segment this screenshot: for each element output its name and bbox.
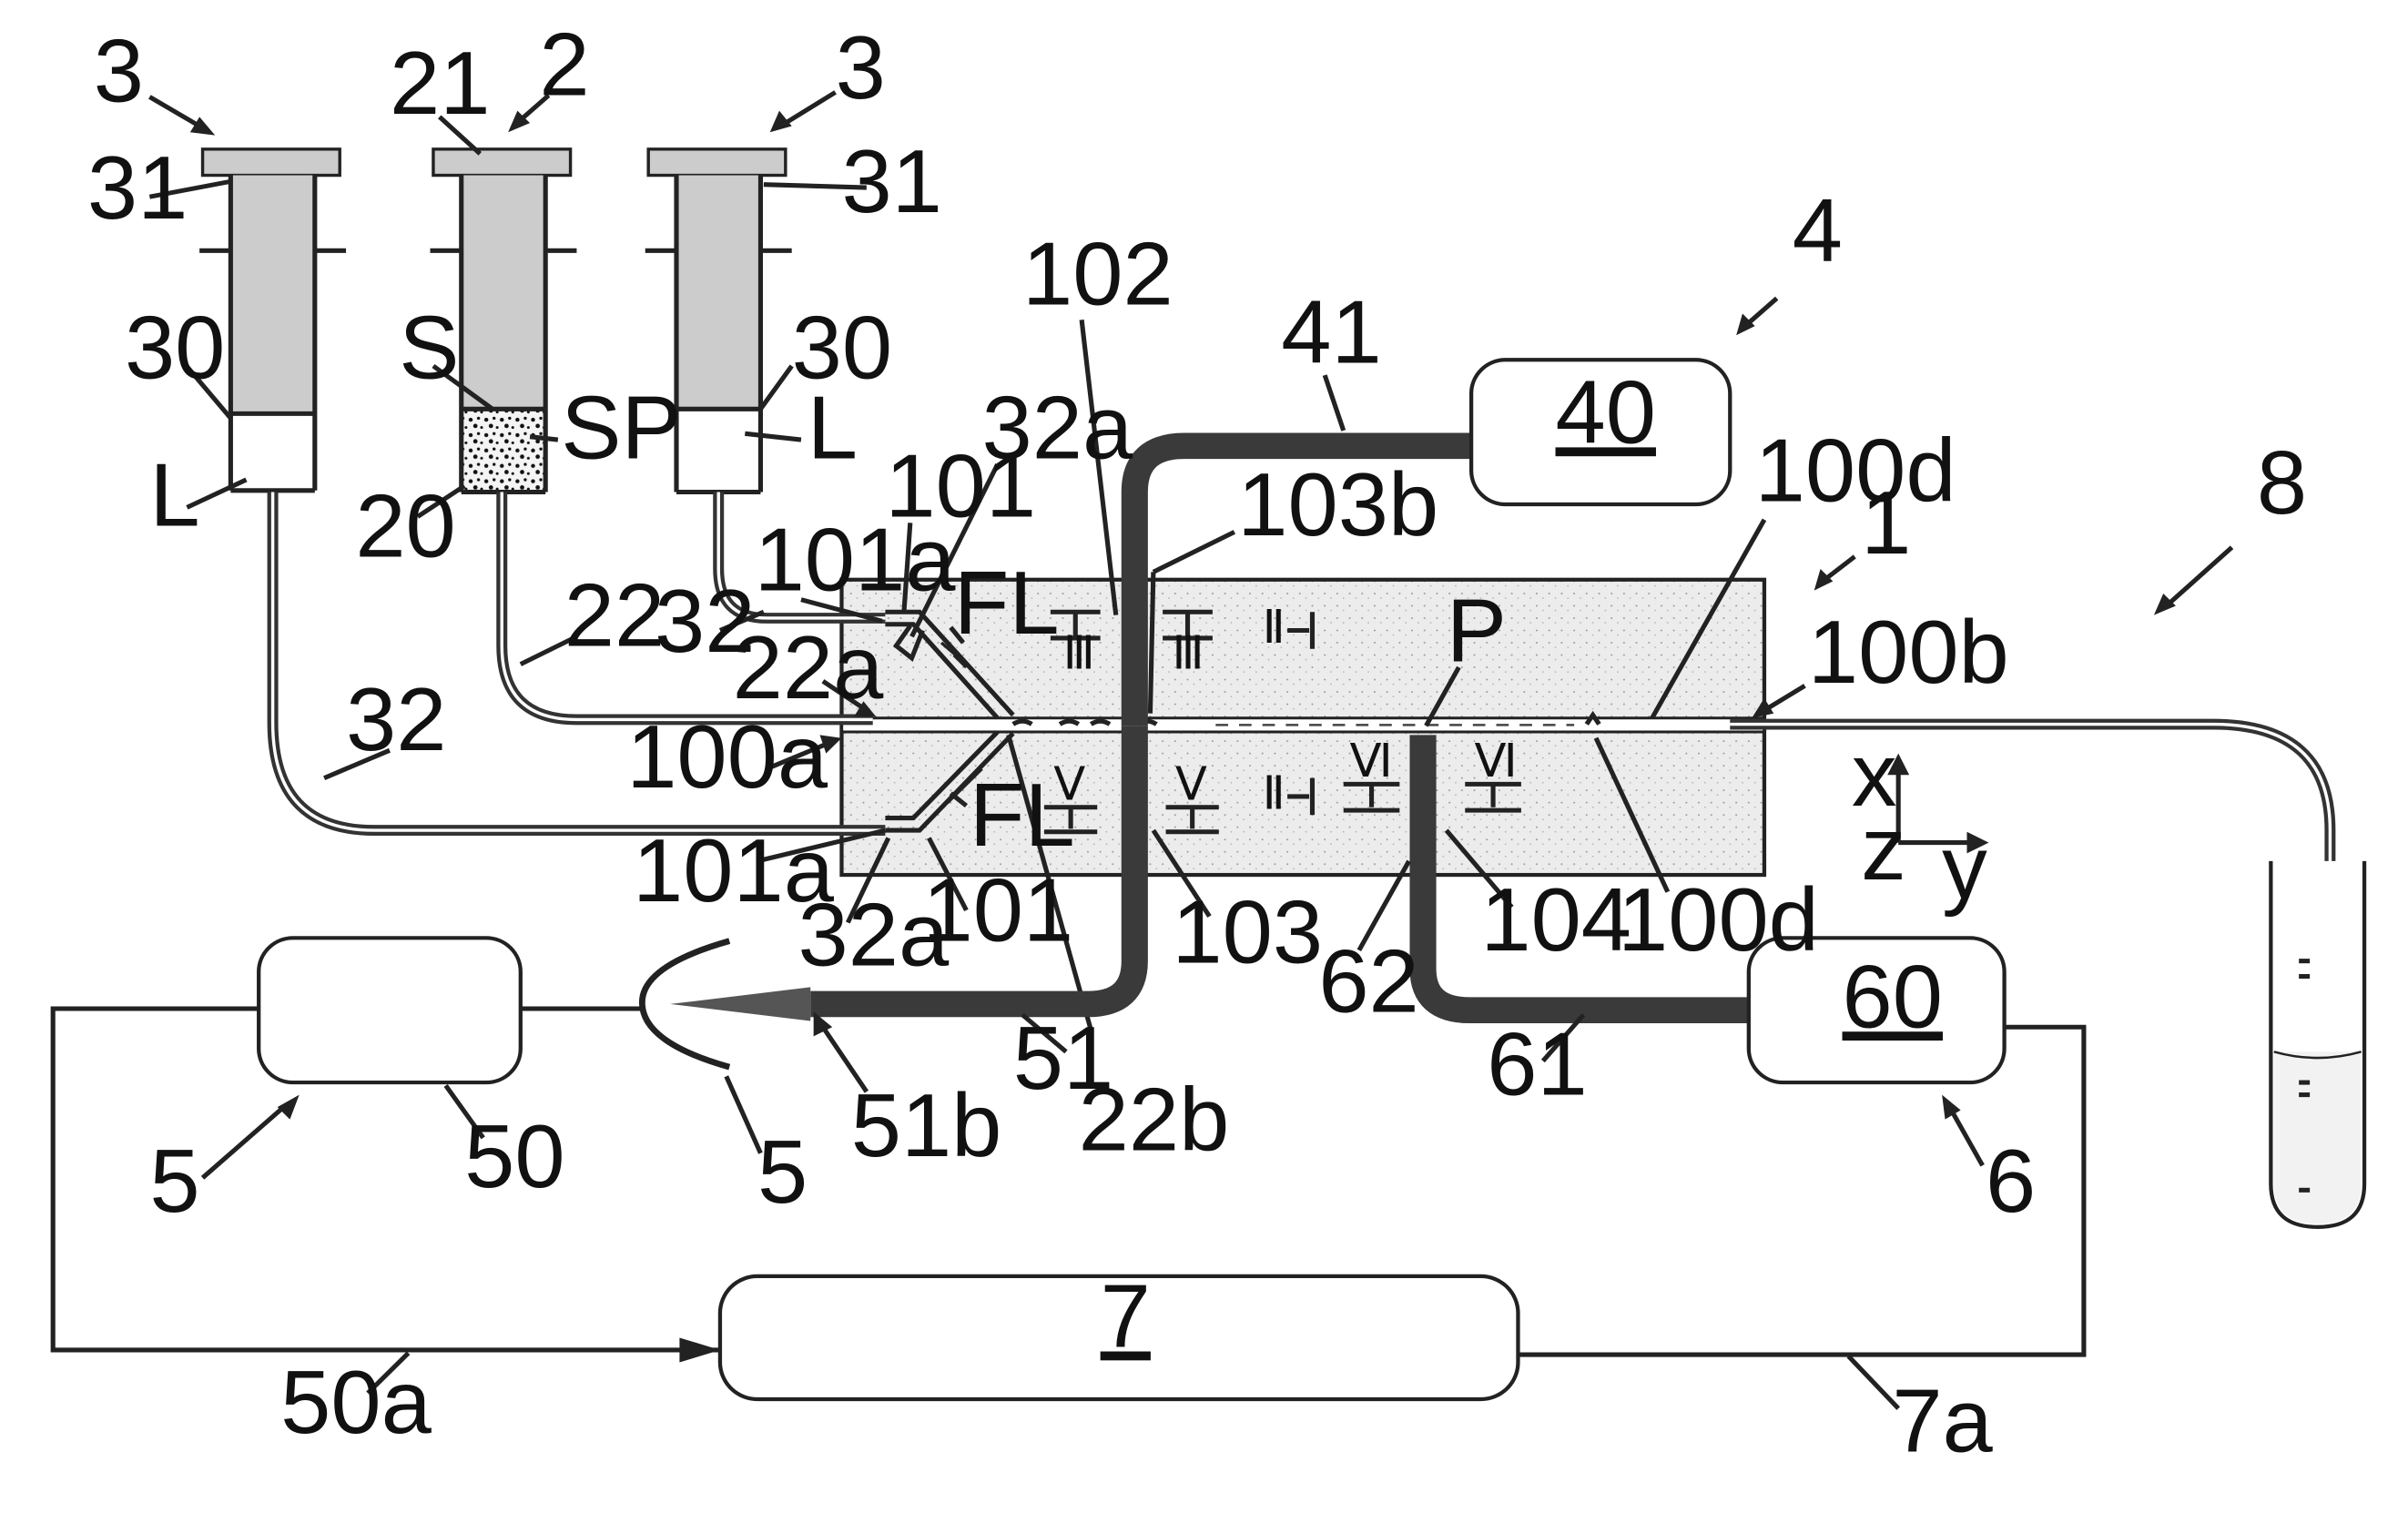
label-50: 50 xyxy=(464,1107,564,1206)
label-103b: 103b xyxy=(1237,454,1438,553)
label-32-lower: 32 xyxy=(346,670,446,769)
label-22b: 22b xyxy=(1079,1070,1230,1169)
section-ii-label-b: Ⅱ xyxy=(1263,769,1285,820)
label-5-right: 5 xyxy=(757,1122,808,1221)
label-20: 20 xyxy=(355,476,455,575)
label-5-left: 5 xyxy=(149,1132,199,1231)
label-S: S xyxy=(399,298,459,397)
label-SP: SP xyxy=(561,378,681,477)
label-L-left: L xyxy=(149,445,199,544)
label-32-upper: 32 xyxy=(655,572,755,671)
label-101-lower: 101 xyxy=(922,860,1073,960)
label-62: 62 xyxy=(1318,931,1418,1031)
label-L-right: L xyxy=(808,378,858,477)
label-31-right: 31 xyxy=(841,132,941,231)
label-32a-upper: 32a xyxy=(982,378,1133,477)
label-22: 22 xyxy=(564,565,665,665)
label-3-left: 3 xyxy=(94,21,144,120)
label-6: 6 xyxy=(1986,1132,2036,1231)
label-31-left: 31 xyxy=(87,137,188,237)
section-iii-label-a: Ⅲ xyxy=(1063,629,1095,680)
label-40: 40 xyxy=(1556,362,1656,462)
main-channel xyxy=(841,715,1763,732)
label-8: 8 xyxy=(2257,433,2307,533)
label-2: 2 xyxy=(539,15,589,114)
section-ii-label-a: Ⅱ xyxy=(1263,603,1285,654)
label-50a: 50a xyxy=(280,1353,432,1452)
label-FL-upper: FL xyxy=(954,553,1060,652)
label-104: 104 xyxy=(1480,869,1631,969)
label-100d-lower: 100d xyxy=(1618,869,1819,969)
label-41: 41 xyxy=(1281,282,1381,381)
section-v-label-b: Ⅴ xyxy=(1175,760,1207,811)
label-1: 1 xyxy=(1861,473,1911,573)
label-100a: 100a xyxy=(626,706,828,806)
label-axis-y: y xyxy=(1942,817,1987,917)
label-102: 102 xyxy=(1022,224,1174,323)
label-22a: 22a xyxy=(733,617,884,716)
label-103: 103 xyxy=(1172,882,1323,981)
label-21: 21 xyxy=(390,34,490,133)
label-7a: 7a xyxy=(1892,1371,1993,1470)
section-vi-label-a: Ⅵ xyxy=(1350,736,1393,787)
label-FL-lower: FL xyxy=(970,766,1075,865)
test-tube xyxy=(2271,861,2364,1227)
label-60: 60 xyxy=(1843,947,1943,1046)
section-iii-label-b: Ⅲ xyxy=(1172,629,1204,680)
box-50 xyxy=(259,938,521,1082)
label-51b: 51b xyxy=(851,1076,1002,1175)
label-30-left: 30 xyxy=(125,298,225,397)
label-61: 61 xyxy=(1487,1014,1587,1113)
label-4: 4 xyxy=(1793,181,1843,280)
section-vi-label-b: Ⅵ xyxy=(1475,736,1518,787)
label-P: P xyxy=(1447,581,1507,680)
label-100d-upper: 100d xyxy=(1755,421,1956,520)
label-axis-z: z xyxy=(1861,799,1906,899)
nozzle-51b xyxy=(670,987,810,1021)
label-7: 7 xyxy=(1101,1266,1151,1366)
label-3-right: 3 xyxy=(836,18,886,117)
label-100b: 100b xyxy=(1808,603,2009,702)
